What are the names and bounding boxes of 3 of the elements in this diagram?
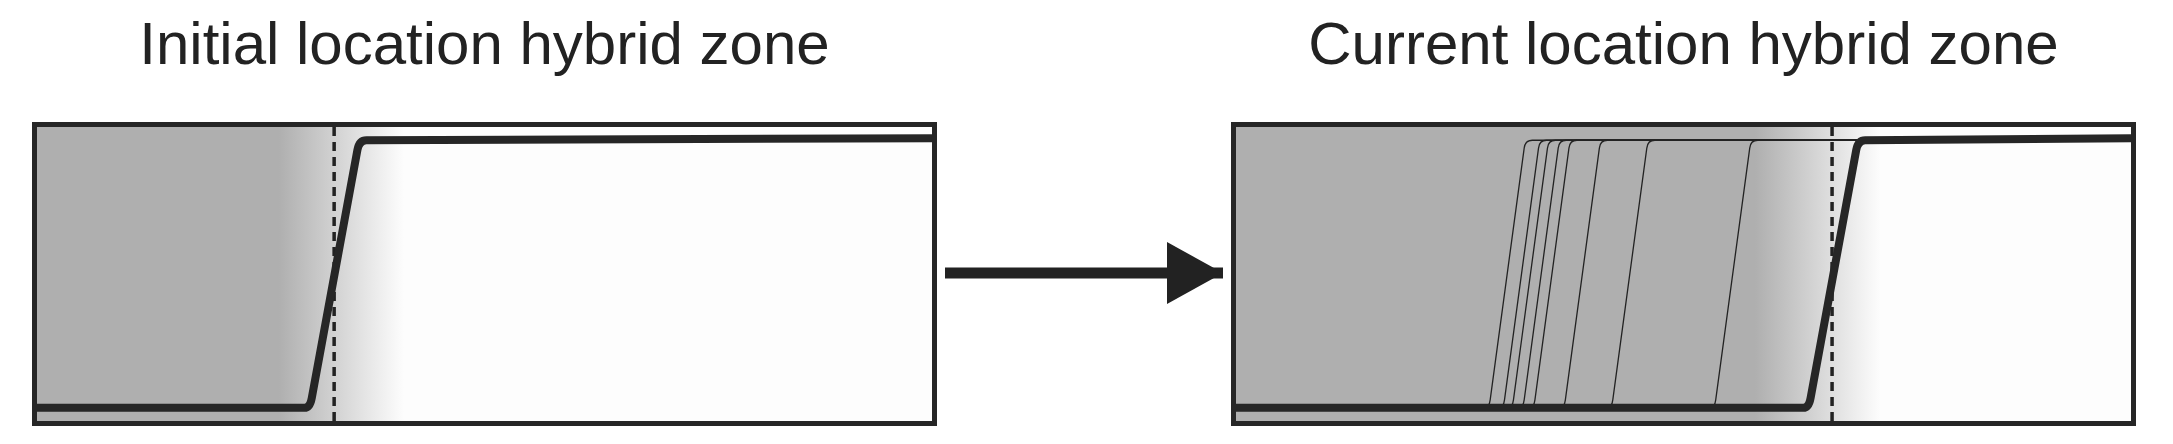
panel-heading: Initial location hybrid zone — [139, 14, 830, 74]
arrow — [945, 242, 1223, 304]
panel-heading: Current location hybrid zone — [1308, 14, 2059, 74]
